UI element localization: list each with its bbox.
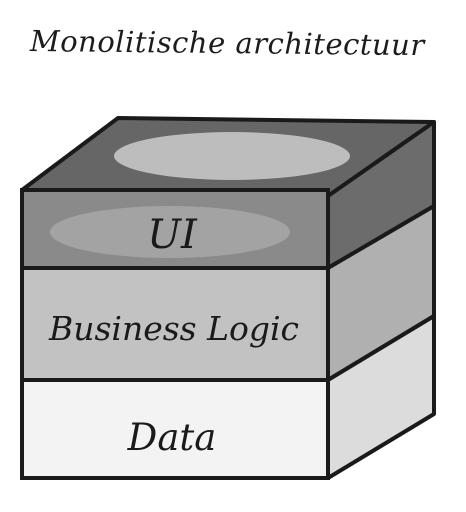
layer-ui-highlight [50,206,290,258]
layer-label-business-logic: Business Logic [48,309,299,348]
layer-label-ui: UI [147,212,198,258]
layer-business-logic [20,266,330,382]
layer-data [20,378,330,480]
layer-label-data: Data [127,416,217,459]
cube-top-highlight [114,132,350,180]
